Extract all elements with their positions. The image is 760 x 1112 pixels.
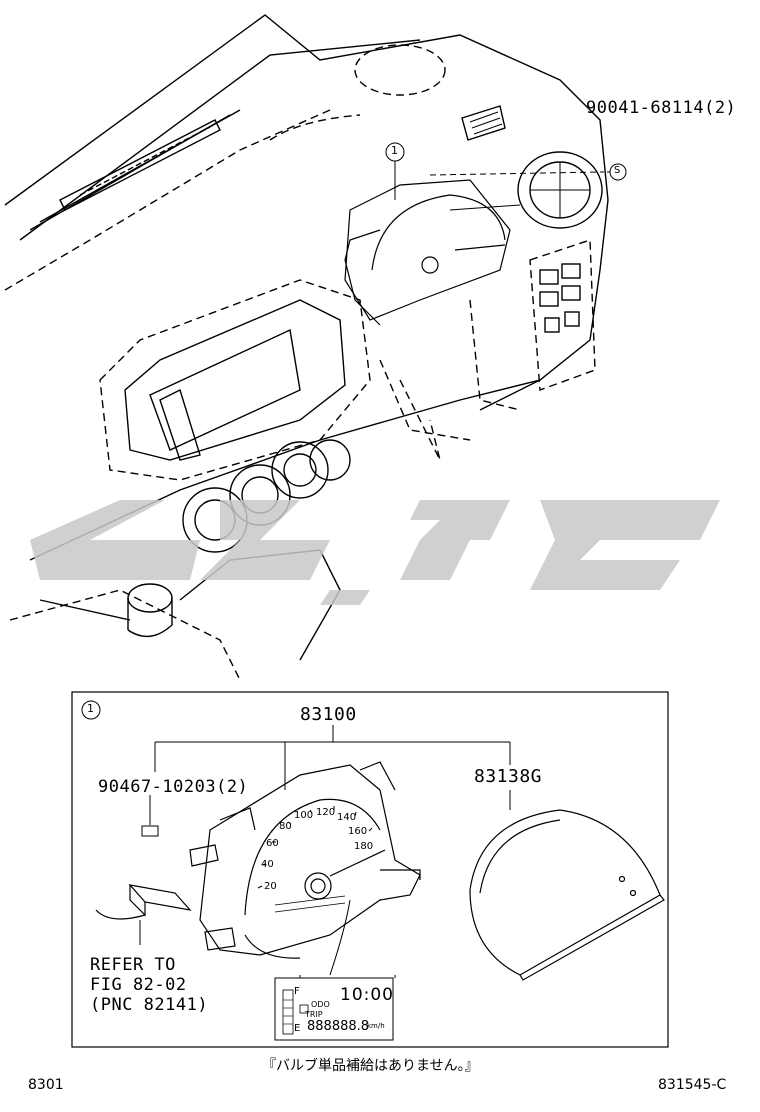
speed-tick-marks — [257, 806, 373, 889]
lcd-clock: 10:00 — [340, 985, 394, 1005]
lcd-digits: 888888.8 — [307, 1019, 370, 1034]
lcd-box — [274, 975, 396, 1041]
tick-120: 120 — [316, 807, 336, 818]
footer-note: 『バルブ単品補給はありません。』 — [262, 1058, 479, 1074]
tick-180: 180 — [354, 841, 374, 852]
lcd-fuel-empty: E — [294, 1023, 301, 1034]
assembly-part-number: 83100 — [300, 704, 357, 725]
refer-line-1: REFER TO — [90, 955, 176, 975]
tick-160: 160 — [348, 826, 368, 837]
page-number: 8301 — [28, 1077, 64, 1093]
bolt-marker: S — [614, 165, 621, 176]
lens-part-number: 83138G — [474, 766, 543, 787]
bulb-part-number: 90467-10203(2) — [98, 777, 249, 797]
watermark — [30, 500, 720, 605]
lens-cover — [469, 809, 665, 981]
bolt-callout-circle — [609, 163, 627, 181]
cluster-in-dash — [344, 179, 511, 326]
bulb-shape — [141, 825, 159, 837]
lcd-unit: km/h — [367, 1022, 385, 1030]
dashboard-drawing — [4, 14, 609, 681]
harness-shape — [95, 884, 192, 920]
refer-line-3: (PNC 82141) — [90, 995, 209, 1015]
tick-100: 100 — [294, 810, 314, 821]
tick-60: 60 — [266, 838, 279, 849]
tick-140: 140 — [337, 812, 357, 823]
figure-code: 831545-C — [658, 1077, 727, 1093]
inset-circle — [81, 700, 101, 720]
bolt-part-number: 90041-68114(2) — [586, 98, 737, 118]
tick-40: 40 — [261, 859, 274, 870]
lcd-odo: ODO — [311, 1000, 330, 1009]
inset-marker: 1 — [87, 702, 94, 715]
refer-line-2: FIG 82-02 — [90, 975, 187, 995]
inset-leader-lines — [139, 725, 511, 945]
lcd-trip: TRIP — [305, 1010, 323, 1019]
tick-80: 80 — [279, 821, 292, 832]
main-callout-marker: 1 — [391, 144, 398, 157]
cluster-assembly — [189, 761, 421, 976]
inset-box — [71, 691, 669, 1048]
main-callout-circle — [385, 142, 405, 162]
tick-20: 20 — [264, 881, 277, 892]
lcd-fuel-full: F — [294, 986, 300, 997]
